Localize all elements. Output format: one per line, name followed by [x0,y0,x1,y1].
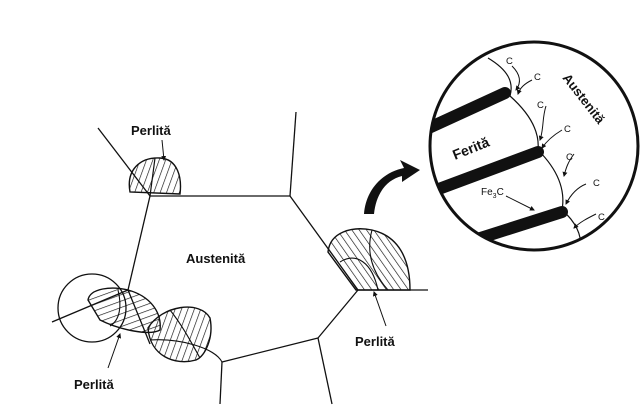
grain-boundary-line [318,290,358,338]
pearlite-colony-right [328,229,410,290]
grain-boundary-line [222,338,318,362]
carbon-label: C [598,212,605,223]
carbon-label: C [593,178,600,189]
carbon-label: C [564,124,571,135]
grain-boundary-line [220,362,222,404]
pearlite-bottom-label: Perlită [74,377,115,392]
pearlite-colony-top [129,158,180,196]
austenite-center-label: Austenită [186,251,246,266]
grain-boundary-line [318,338,332,404]
carbon-label: C [506,56,513,67]
grain-boundary-line [290,112,296,196]
carbon-label: C [566,152,573,163]
carbon-label: C [534,72,541,83]
pearlite-right-label: Perlită [355,334,396,349]
pearlite-top-label: Perlită [131,123,172,138]
carbon-label: C [537,100,544,111]
curved-arrow-icon [364,160,420,214]
grain-boundary-line [128,196,150,290]
